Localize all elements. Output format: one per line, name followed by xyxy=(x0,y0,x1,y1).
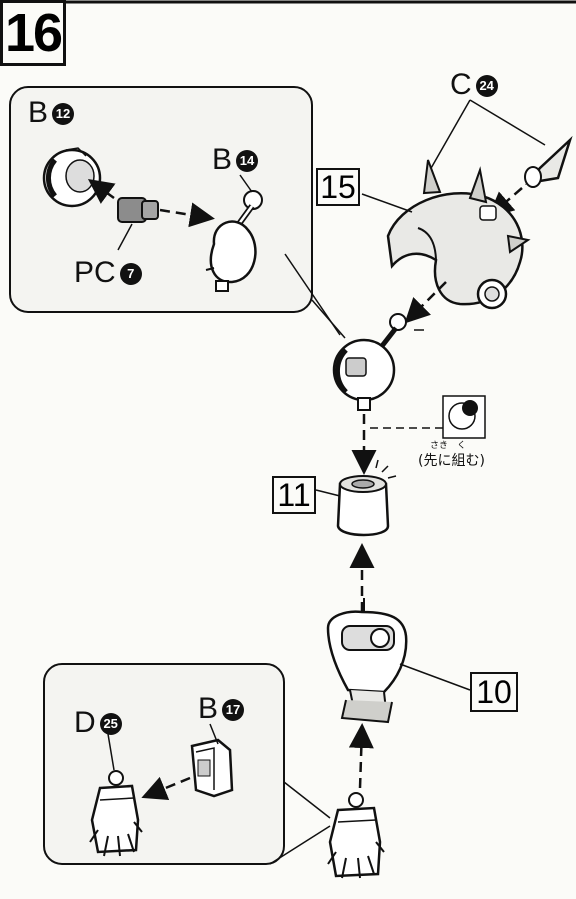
leader-b14 xyxy=(239,174,253,193)
subassembly-11-box: 11 xyxy=(272,476,316,514)
part-b14-ball-joint xyxy=(205,190,263,292)
subassembly-11-label: 11 xyxy=(277,476,311,513)
part-10-upper-arm xyxy=(326,598,408,724)
label-pc7-number: 7 xyxy=(119,263,142,286)
leader-c24-b xyxy=(469,99,546,146)
label-b14-number: 14 xyxy=(236,150,259,173)
leader-15 xyxy=(361,193,413,213)
part-assembled-joint xyxy=(332,303,424,411)
callout-line-top-b xyxy=(311,299,346,339)
callout-line-bottom-b xyxy=(269,825,331,865)
pre-assembly-indicator xyxy=(368,395,486,439)
subassembly-15-box: 15 xyxy=(316,168,360,206)
part-c24-spike xyxy=(524,135,573,188)
subassembly-10-box: 10 xyxy=(470,672,518,712)
label-b12-letter: B xyxy=(28,96,49,129)
callout-line-bottom-a xyxy=(283,781,331,819)
arrow-pc7-to-b14 xyxy=(159,202,215,228)
label-d25-number: 25 xyxy=(99,713,122,736)
note-build-first: (先に組む) xyxy=(418,453,485,469)
arrow-b17-to-d25 xyxy=(141,776,191,800)
leader-d25 xyxy=(107,733,115,771)
note-ruby: さき く xyxy=(430,441,467,451)
part-11-cup xyxy=(336,459,397,537)
leader-b17 xyxy=(209,723,219,745)
part-b17-wrist-cover xyxy=(190,738,234,798)
label-c24-letter: C xyxy=(450,68,472,101)
arrow-15-to-joint xyxy=(404,281,447,324)
leader-c24-a xyxy=(429,99,471,171)
step-number: 16 xyxy=(4,3,63,63)
leader-11 xyxy=(315,489,341,497)
label-b17-number: 17 xyxy=(222,699,245,722)
part-b12-socket xyxy=(42,147,102,208)
label-d25-letter: D xyxy=(74,706,96,739)
subassembly-10-label: 10 xyxy=(476,673,512,710)
label-pc7-letter: PC xyxy=(74,256,116,289)
leader-10 xyxy=(399,663,471,691)
part-pc7-polycap xyxy=(117,197,159,251)
part-hand-main xyxy=(327,792,385,879)
detail-panel-bottom xyxy=(43,663,285,865)
label-b14-letter: B xyxy=(212,143,233,176)
label-c24-number: 24 xyxy=(475,75,498,98)
part-d25-hand xyxy=(89,770,143,857)
part-15-shoulder-armor xyxy=(386,159,531,310)
arrow-pc7-to-b12 xyxy=(87,179,116,204)
subassembly-15-label: 15 xyxy=(320,168,356,205)
step-number-box: 16 xyxy=(0,0,66,66)
label-b12-number: 12 xyxy=(52,103,75,126)
label-b17-letter: B xyxy=(198,692,219,725)
arrow-hand-to-10 xyxy=(348,723,374,789)
